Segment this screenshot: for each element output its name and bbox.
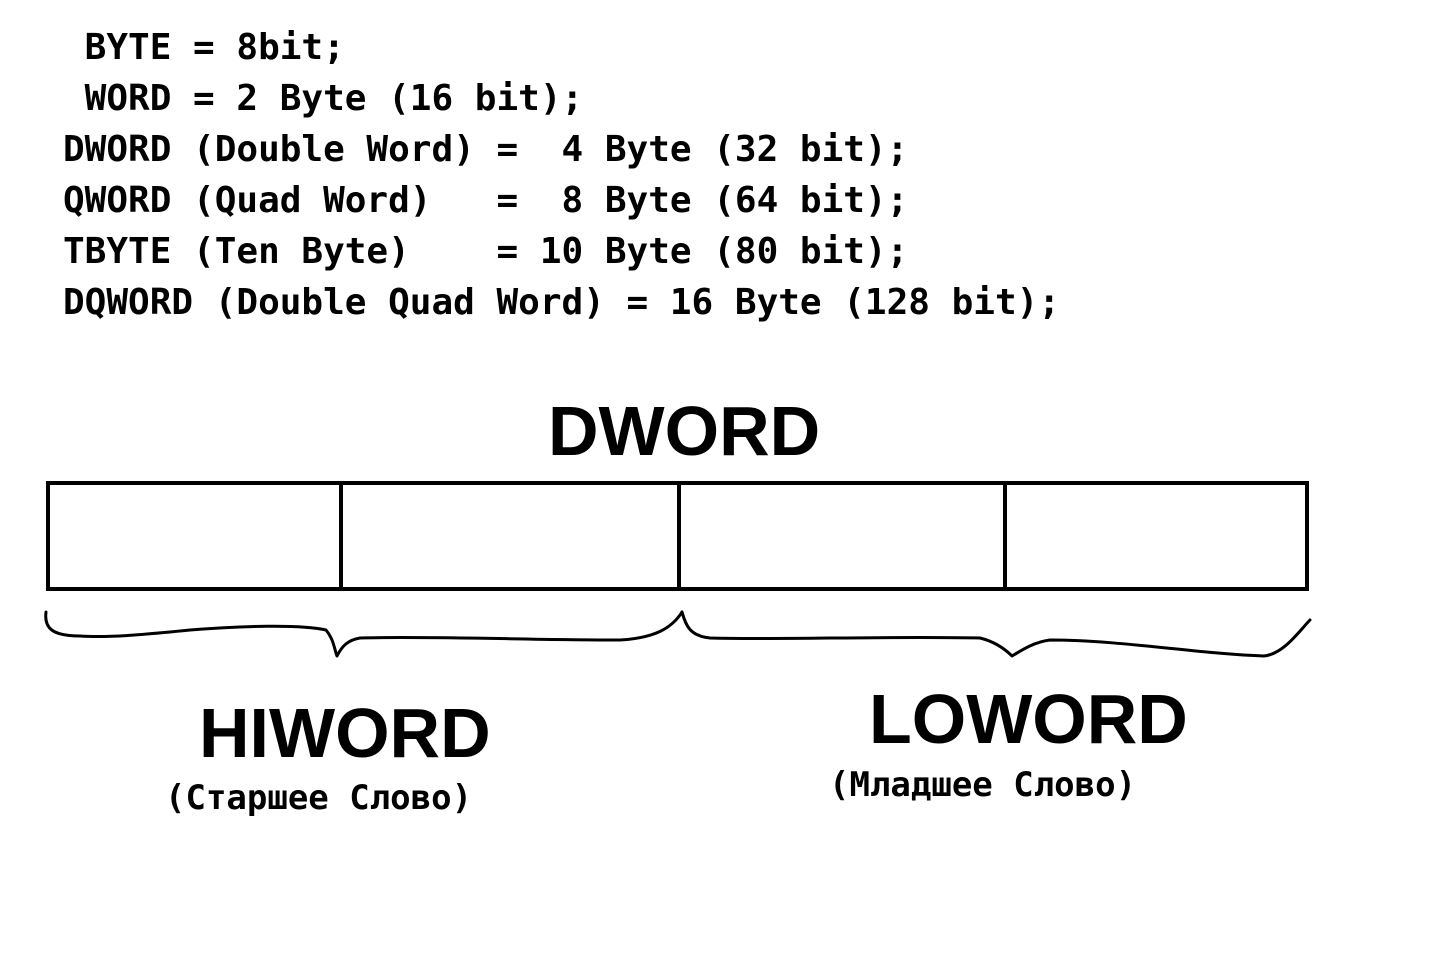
definition-line-qword: QWORD (Quad Word) = 8 Byte (64 bit);: [63, 180, 909, 221]
definition-line-dword: DWORD (Double Word) = 4 Byte (32 bit);: [63, 129, 909, 170]
definition-line-dqword: DQWORD (Double Quad Word) = 16 Byte (128…: [63, 282, 1060, 323]
hiword-label: HIWORD: [199, 694, 491, 772]
loword-sublabel: (Младшее Слово): [829, 765, 1137, 805]
dword-byte-box: [46, 481, 1309, 591]
definition-line-byte: BYTE = 8bit;: [63, 27, 345, 68]
byte-cell: [50, 485, 343, 587]
hiword-sublabel: (Старшее Слово): [165, 778, 473, 818]
byte-cell: [1007, 485, 1305, 587]
definition-line-word: WORD = 2 Byte (16 bit);: [63, 78, 584, 119]
definition-line-tbyte: TBYTE (Ten Byte) = 10 Byte (80 bit);: [63, 231, 909, 272]
loword-brace: [680, 610, 1312, 658]
loword-label: LOWORD: [869, 680, 1188, 758]
byte-cell: [681, 485, 1007, 587]
dword-diagram-title: DWORD: [548, 392, 821, 470]
byte-cell: [343, 485, 681, 587]
hiword-brace: [44, 610, 684, 658]
